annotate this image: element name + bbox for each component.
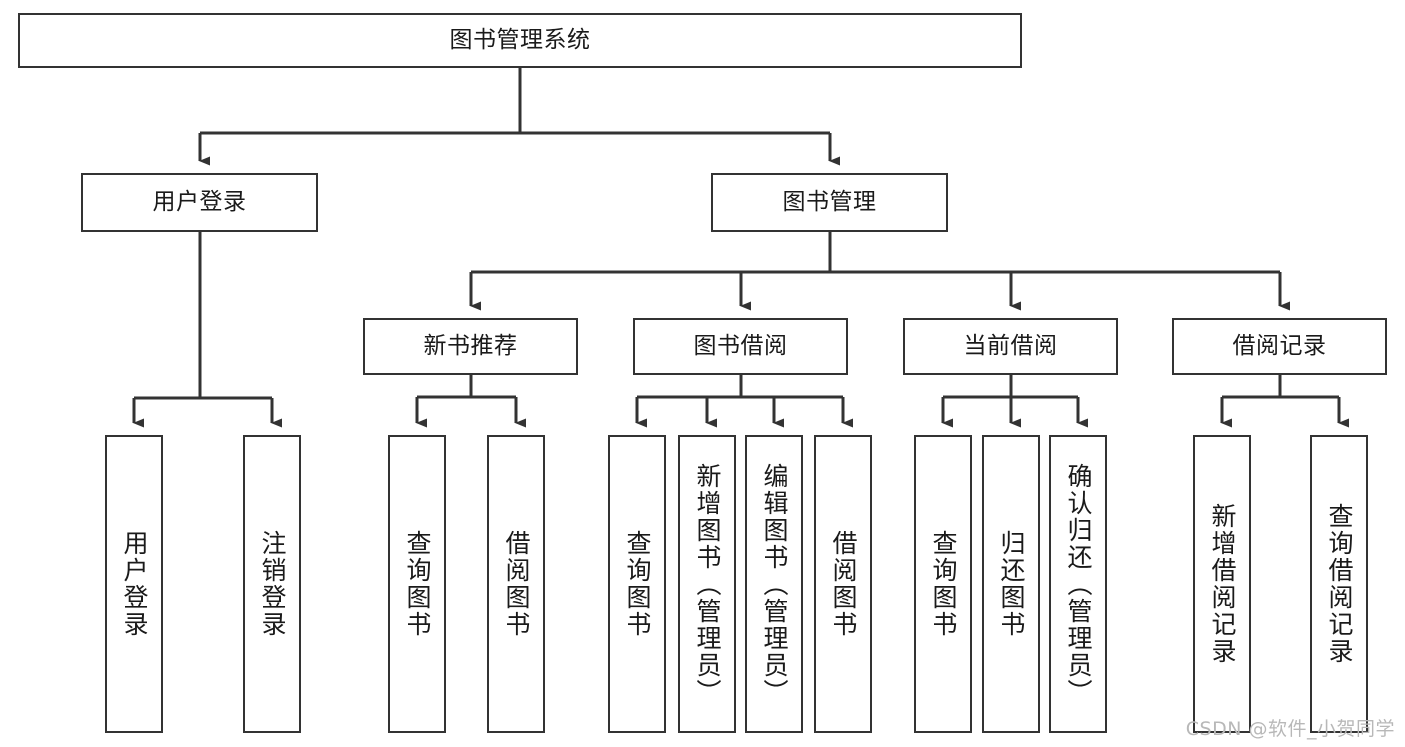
node-label: 编辑图书（管理员）: [760, 462, 789, 706]
node-label: 注销登录: [258, 530, 287, 638]
node-leaf-borrow-book-1[interactable]: 借阅图书: [487, 435, 545, 733]
node-label: 当前借阅: [963, 332, 1058, 359]
node-leaf-logout[interactable]: 注销登录: [243, 435, 301, 733]
node-leaf-add-record[interactable]: 新增借阅记录: [1193, 435, 1251, 733]
node-label: 借阅记录: [1232, 332, 1327, 359]
node-borrow-record[interactable]: 借阅记录: [1172, 318, 1387, 375]
node-label: 查询图书: [403, 530, 432, 638]
node-current-borrow[interactable]: 当前借阅: [903, 318, 1118, 375]
node-label: 图书管理系统: [449, 26, 591, 53]
node-label: 借阅图书: [829, 530, 858, 638]
node-label: 新增借阅记录: [1208, 503, 1237, 665]
node-leaf-edit-book[interactable]: 编辑图书（管理员）: [745, 435, 803, 733]
node-leaf-add-book[interactable]: 新增图书（管理员）: [678, 435, 736, 733]
watermark-text: CSDN @软件_小贺同学: [1185, 718, 1395, 740]
node-label: 图书管理: [782, 188, 877, 215]
node-leaf-query-record[interactable]: 查询借阅记录: [1310, 435, 1368, 733]
node-leaf-query-book-2[interactable]: 查询图书: [608, 435, 666, 733]
node-label: 确认归还（管理员）: [1064, 462, 1093, 706]
node-label: 用户登录: [120, 530, 149, 638]
node-leaf-query-book-1[interactable]: 查询图书: [388, 435, 446, 733]
node-label: 用户登录: [152, 188, 247, 215]
node-leaf-user-login[interactable]: 用户登录: [105, 435, 163, 733]
node-label: 新增图书（管理员）: [693, 462, 722, 706]
node-label: 新书推荐: [423, 332, 518, 359]
node-label: 归还图书: [997, 530, 1026, 638]
node-leaf-query-book-3[interactable]: 查询图书: [914, 435, 972, 733]
node-label: 图书借阅: [693, 332, 788, 359]
node-root[interactable]: 图书管理系统: [18, 13, 1022, 68]
node-label: 查询图书: [929, 530, 958, 638]
node-book-manage[interactable]: 图书管理: [711, 173, 948, 232]
node-book-borrow[interactable]: 图书借阅: [633, 318, 848, 375]
node-label: 查询借阅记录: [1325, 503, 1354, 665]
node-user-login[interactable]: 用户登录: [81, 173, 318, 232]
node-new-book-rec[interactable]: 新书推荐: [363, 318, 578, 375]
node-label: 查询图书: [623, 530, 652, 638]
node-label: 借阅图书: [502, 530, 531, 638]
node-leaf-borrow-book-2[interactable]: 借阅图书: [814, 435, 872, 733]
node-leaf-confirm-ret[interactable]: 确认归还（管理员）: [1049, 435, 1107, 733]
node-leaf-return-book[interactable]: 归还图书: [982, 435, 1040, 733]
